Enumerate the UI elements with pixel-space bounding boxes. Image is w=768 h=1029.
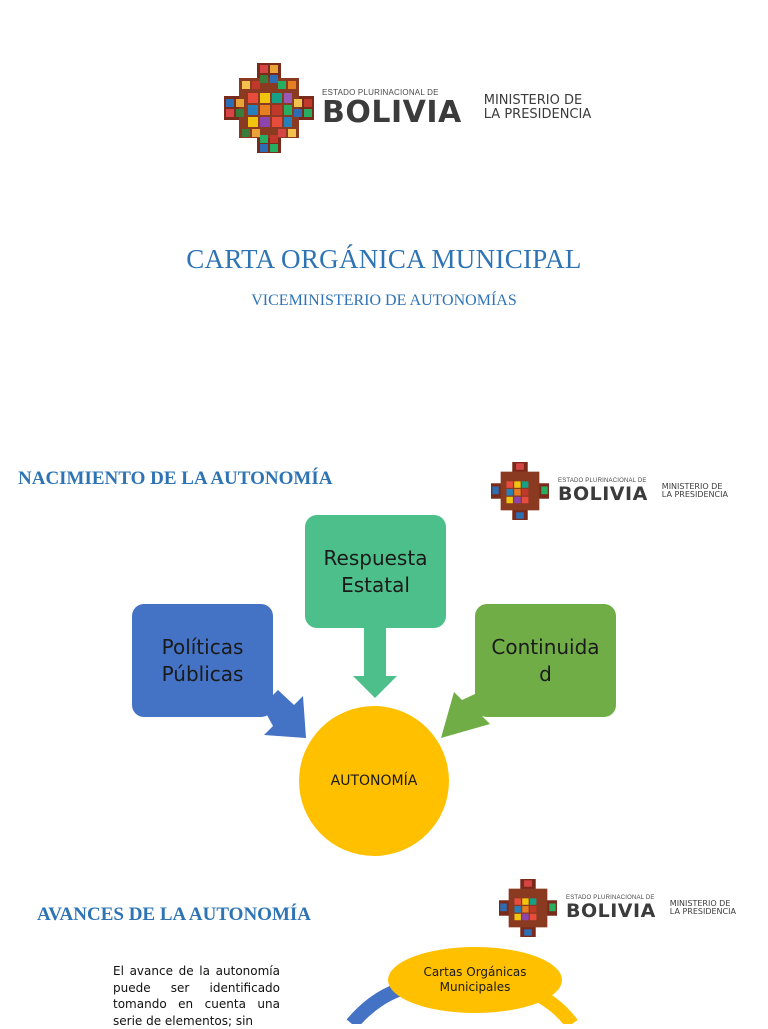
oval-label: Cartas Orgánicas Municipales [423, 965, 527, 994]
box-right-label: Continuida d [491, 634, 600, 686]
logo-ministry-line2: LA PRESIDENCIA [661, 490, 728, 499]
logo-section2: ESTADO PLURINACIONAL DE BOLIVIA MINISTER… [498, 879, 736, 937]
box-top-label: Respuesta Estatal [323, 545, 428, 597]
circle-label: AUTONOMÍA [330, 773, 418, 789]
section2-paragraph: El avance de la autonomía puede ser iden… [113, 964, 280, 1028]
section1-title: NACIMIENTO DE LA AUTONOMÍA [18, 468, 333, 489]
box-politicas-publicas: Políticas Públicas [132, 604, 273, 717]
logo-ministry-line2: LA PRESIDENCIA [483, 107, 592, 122]
logo-ministry-line1: MINISTERIO DE [483, 93, 583, 109]
logo-ministry-line2: LA PRESIDENCIA [669, 907, 736, 916]
oval-cartas-organicas: Cartas Orgánicas Municipales [388, 947, 562, 1013]
chakana-emblem-icon [224, 63, 314, 153]
chakana-emblem-icon [490, 462, 550, 520]
logo-bolivia-text: BOLIVIA [322, 94, 462, 130]
circle-autonomia: AUTONOMÍA [299, 706, 449, 856]
logo-bolivia-text: BOLIVIA [558, 482, 648, 505]
chakana-emblem-icon [498, 879, 558, 937]
logo-bolivia-text: BOLIVIA [566, 899, 656, 922]
logo-ministry-line1: MINISTERIO DE [669, 898, 731, 908]
blue-arc [346, 983, 401, 1024]
cover-subtitle: VICEMINISTERIO DE AUTONOMÍAS [251, 292, 517, 309]
logo-ministry-line1: MINISTERIO DE [661, 481, 723, 491]
logo-small-text: ESTADO PLURINACIONAL DE [322, 87, 439, 97]
arrow-down-icon [353, 628, 397, 698]
cover-title: CARTA ORGÁNICA MUNICIPAL [186, 244, 582, 274]
logo-section1: ESTADO PLURINACIONAL DE BOLIVIA MINISTER… [490, 462, 728, 520]
section2-title: AVANCES DE LA AUTONOMÍA [37, 904, 311, 925]
logo-header: ESTADO PLURINACIONAL DE BOLIVIA MINISTER… [224, 63, 591, 153]
box-respuesta-estatal: Respuesta Estatal [305, 515, 446, 628]
logo-small-text: ESTADO PLURINACIONAL DE [558, 477, 647, 484]
box-continuidad: Continuida d [475, 604, 616, 717]
box-left-label: Políticas Públicas [161, 634, 244, 686]
logo-small-text: ESTADO PLURINACIONAL DE [566, 894, 655, 901]
